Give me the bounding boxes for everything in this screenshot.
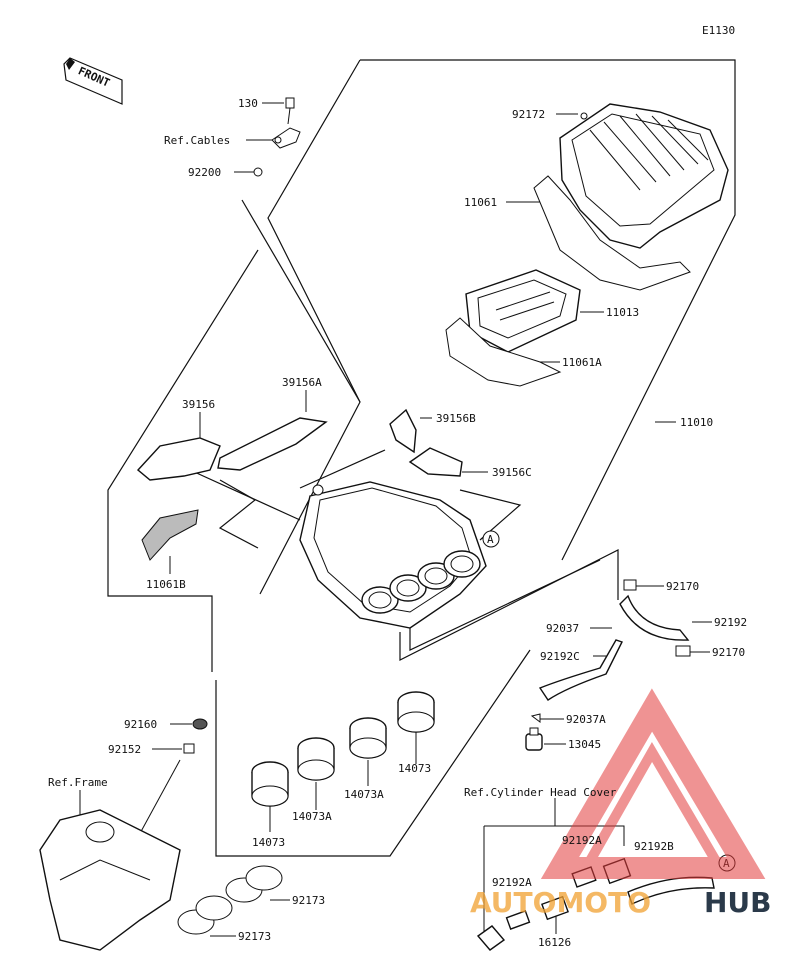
seal-11061b [141,509,199,561]
bolt-130 [285,97,295,125]
gasket-11061a [445,317,562,387]
collar-92152 [183,743,195,754]
part-labels: 130 Ref.Cables 92200 92172 11061 11013 1… [48,97,747,949]
air-box-housing [299,481,487,629]
label-11061: 11061 [464,196,497,209]
air-filter-element [465,269,581,353]
label-39156c: 39156C [492,466,532,479]
diagram-code: E1130 [702,24,735,37]
label-92037a: 92037A [566,713,606,726]
holder-14073a-rear [349,717,387,759]
holder-14073a-front [297,737,335,781]
washer-92200 [253,167,263,177]
label-ref-frame: Ref.Frame [48,776,108,789]
label-14073a-rear: 14073A [344,788,384,801]
label-92192: 92192 [714,616,747,629]
clamp-92173-set [177,865,283,935]
duct-39156b [389,408,417,454]
hose-92192 [619,579,691,657]
watermark-text-b: HUB [704,886,772,919]
front-arrow-icon: FRONT [63,57,123,105]
label-14073a-front: 14073A [292,810,332,823]
label-92170-bot: 92170 [712,646,745,659]
label-92037: 92037 [546,622,579,635]
plug-13045 [525,727,543,751]
hose-92192c [538,639,623,701]
air-cleaner-cover [559,103,729,249]
holder-14073-front [251,761,289,807]
ref-a-circle-1: A [482,530,500,548]
watermark-text-a: AUTOMOTO [470,886,651,919]
label-92173-b: 92173 [238,930,271,943]
label-92192a-1: 92192A [562,834,602,847]
label-11013: 11013 [606,306,639,319]
label-92173-a: 92173 [292,894,325,907]
svg-text:A: A [487,533,494,546]
assembly-frame-lines [107,59,736,857]
label-39156a: 39156A [282,376,322,389]
label-11010: 11010 [680,416,713,429]
watermark-logo [540,688,766,879]
label-92152: 92152 [108,743,141,756]
duct-39156c [408,447,463,477]
label-92160: 92160 [124,718,157,731]
label-13045: 13045 [568,738,601,751]
label-92200: 92200 [188,166,221,179]
label-14073-rear: 14073 [398,762,431,775]
label-39156: 39156 [182,398,215,411]
damper-92160 [192,718,208,730]
duct-39156 [136,437,221,481]
label-16126: 16126 [538,936,571,949]
label-ref-cables: Ref.Cables [164,134,230,147]
label-39156b: 39156B [436,412,476,425]
label-14073-front: 14073 [252,836,285,849]
duct-39156a [217,417,328,471]
holder-14073-rear [397,691,435,733]
label-92192c: 92192C [540,650,580,663]
label-92192a-2: 92192A [492,876,532,889]
label-92192b: 92192B [634,840,674,853]
screw-92172 [580,112,588,120]
label-92172: 92172 [512,108,545,121]
cable-bracket [271,127,301,149]
frame-reference [39,809,181,951]
gasket-11061 [533,175,691,291]
clip-92037a [530,713,541,723]
label-92170-top: 92170 [666,580,699,593]
label-11061b: 11061B [146,578,186,591]
label-130: 130 [238,97,258,110]
label-11061a: 11061A [562,356,602,369]
label-ref-cylinder-head-cover: Ref.Cylinder Head Cover [464,786,617,799]
